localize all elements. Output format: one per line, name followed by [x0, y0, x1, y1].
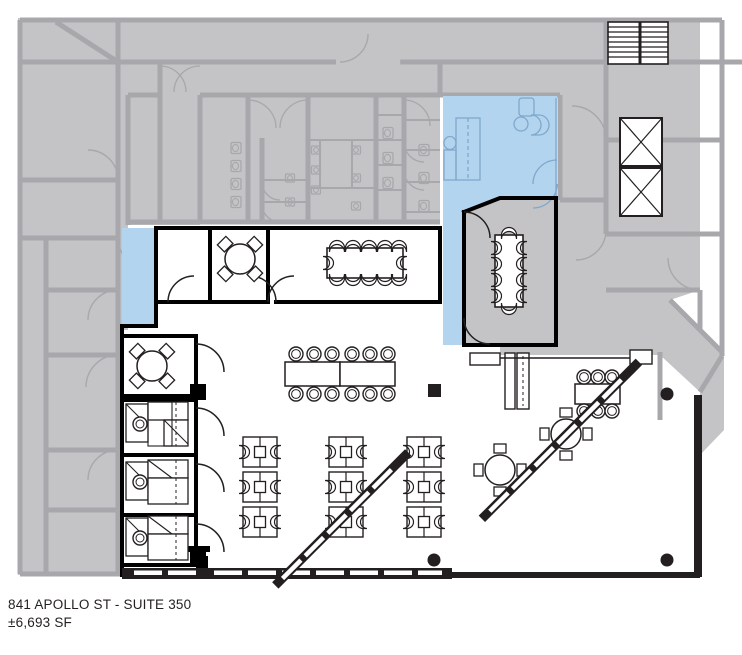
- private-office-desks: [125, 401, 189, 561]
- floor-plan-svg: [17, 17, 742, 589]
- break-room-fill: [443, 96, 557, 345]
- se-meeting-table: [574, 369, 621, 419]
- office-l-desk-3: [125, 515, 189, 561]
- highlighted-rooms: [122, 96, 558, 345]
- east-curtain-wall: [452, 395, 702, 578]
- east-conference-table: [490, 226, 528, 316]
- office-l-desk-2: [125, 459, 189, 505]
- building-wall-lines: [17, 17, 742, 577]
- break-room-furniture: [443, 97, 558, 209]
- column-square-1: [428, 384, 441, 397]
- suite-door-swings: [167, 211, 491, 553]
- floor-plan-drawing: [17, 17, 742, 589]
- storage-room-fill: [122, 228, 156, 326]
- elevator-2: [619, 167, 663, 217]
- structural-columns: [427, 384, 674, 567]
- benching-cluster-3: [403, 437, 445, 537]
- southeast-diagonal-curtain-wall: [272, 358, 643, 589]
- training-tables: [284, 346, 396, 402]
- reception-casework: [469, 349, 653, 410]
- plan-caption: 841 APOLLO ST - SUITE 350 ±6,693 SF: [8, 596, 508, 632]
- caption-area: ±6,693 SF: [8, 615, 72, 630]
- adjacent-gray-fill: [18, 18, 700, 575]
- office-l-desk-1: [125, 401, 189, 447]
- suite-wall-blocks: [186, 384, 210, 570]
- large-conference-table: [322, 239, 408, 287]
- elevator-1: [619, 117, 663, 167]
- caption-address: 841 APOLLO ST - SUITE 350: [8, 597, 192, 612]
- restroom-fixtures: [159, 65, 431, 223]
- benching-cluster-2: [325, 437, 367, 537]
- stair-core: [607, 21, 669, 65]
- benching-cluster-1: [239, 437, 281, 537]
